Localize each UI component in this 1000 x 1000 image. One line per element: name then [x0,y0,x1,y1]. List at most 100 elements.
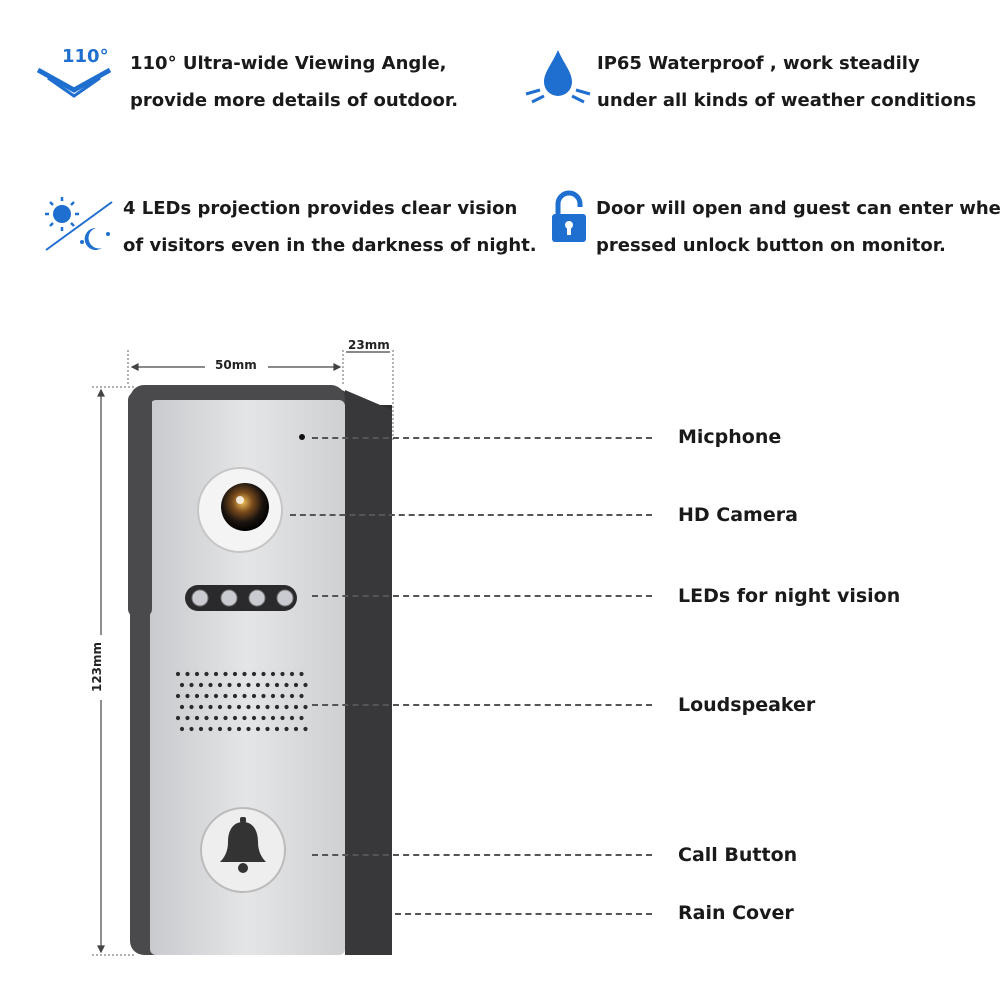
leader-rain-cover [395,913,652,915]
grille-hole [303,704,308,710]
grille-hole [189,704,194,710]
grille-hole [179,682,185,688]
bell-icon [220,817,266,873]
led-lights [191,589,294,607]
grille-hole [213,671,219,677]
grille-hole [242,693,247,699]
feature-text: IP65 Waterproof , work steadily under al… [597,45,976,119]
grille-hole [223,715,228,721]
grille-hole [261,671,266,677]
leader-call-button [312,854,652,856]
grille-hole [280,715,285,721]
grille-hole [204,715,209,721]
face-panel [150,400,345,955]
grille-hole [299,693,304,699]
grille-hole [179,704,185,710]
label-rain-cover: Rain Cover [678,902,794,924]
feature-line: under all kinds of weather conditions [597,90,977,111]
day-night-icon [45,197,113,251]
width-dimension: 50mm [215,358,257,372]
grille-hole [223,693,228,699]
grille-hole [189,726,194,732]
grille-hole [227,704,232,710]
grille-hole [236,682,242,688]
grille-hole [265,682,270,688]
grille-hole [284,682,289,688]
grille-hole [175,671,181,677]
grille-hole [255,726,261,732]
feature-line: Door will open and guest can enter when [596,198,1000,219]
grille-hole [246,726,251,732]
leader-loudspeaker [312,704,652,706]
grille-hole [255,704,261,710]
grille-hole [251,715,257,721]
feature-text: Door will open and guest can enter when … [596,190,1000,264]
height-dimension: 123mm [90,641,105,693]
grille-hole [274,682,280,688]
grille-hole [217,726,223,732]
grille-hole [274,726,280,732]
grille-hole [204,693,209,699]
grille-hole [208,682,213,688]
depth-dimension: 23mm [348,338,390,352]
grille-hole [251,693,257,699]
leader-microphone [312,437,652,439]
grille-hole [299,671,304,677]
grille-hole [213,693,219,699]
grille-hole [293,726,299,732]
doorbell-diagram [92,350,394,956]
feature-text: 110° Ultra-wide Viewing Angle, provide m… [130,45,458,119]
grille-hole [280,671,285,677]
grille-hole [265,704,270,710]
grille-hole [189,682,194,688]
grille-hole [194,671,200,677]
grille-hole [175,693,181,699]
feature-line: provide more details of outdoor. [130,90,459,111]
grille-hole [198,682,204,688]
grille-hole [261,693,266,699]
grille-hole [227,726,232,732]
camera-lens [221,483,269,531]
grille-hole [232,671,238,677]
grille-hole [293,704,299,710]
grille-hole [185,715,190,721]
feature-line: of visitors even in the darkness of nigh… [123,235,537,256]
grille-hole [242,715,247,721]
water-drop-icon [525,50,591,104]
grille-hole [255,682,261,688]
feature-line: 4 LEDs projection provides clear vision [123,198,518,219]
feature-line: pressed unlock button on monitor. [596,235,946,256]
wide-angle-icon: 110° [36,46,112,98]
grille-hole [185,671,190,677]
unlock-icon [552,190,586,242]
label-microphone: Micphone [678,426,782,448]
label-loudspeaker: Loudspeaker [678,694,816,716]
grille-hole [227,682,232,688]
grille-hole [299,715,304,721]
dimension-guides [92,350,394,956]
grille-hole [179,726,185,732]
wide-angle-icon-text: 110° [62,46,109,67]
led-strip [185,585,297,611]
grille-hole [194,715,200,721]
grille-hole [232,693,238,699]
grille-hole [270,715,276,721]
grille-hole [303,726,308,732]
grille-hole [270,693,276,699]
grille-hole [246,704,251,710]
grille-hole [185,693,190,699]
grille-hole [284,704,289,710]
grille-hole [251,671,257,677]
label-call-button: Call Button [678,844,798,866]
leader-hd-camera [290,514,652,516]
grille-hole [261,715,266,721]
label-hd-camera: HD Camera [678,504,798,526]
grille-hole [289,715,295,721]
grille-hole [242,671,247,677]
grille-hole [289,671,295,677]
grille-hole [246,682,251,688]
grille-hole [204,671,209,677]
grille-hole [217,682,223,688]
grille-hole [208,726,213,732]
microphone-hole [299,434,305,440]
